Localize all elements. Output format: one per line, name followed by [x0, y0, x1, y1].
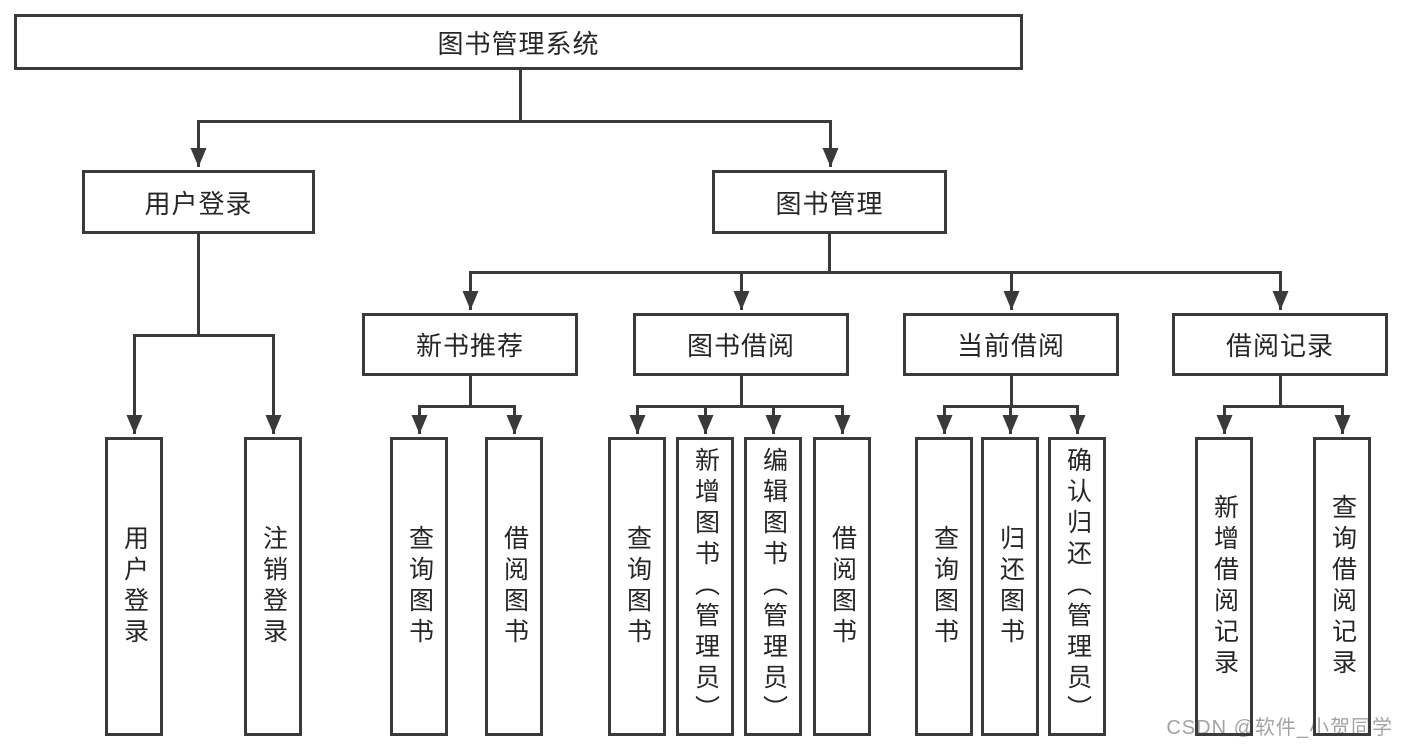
leaf-add-book-admin: 新增图书（管理员）	[676, 437, 734, 736]
node-label: 图书借阅	[686, 331, 795, 361]
leaf-query-books-recommend: 查询图书	[390, 437, 448, 736]
node-label: 当前借阅	[956, 331, 1065, 361]
node-label: 用户登录	[120, 524, 149, 649]
node-book-management: 图书管理	[712, 170, 947, 234]
leaf-borrow-books-borrowing: 借阅图书	[813, 437, 871, 736]
node-label: 借阅图书	[828, 524, 857, 649]
node-root-system: 图书管理系统	[14, 14, 1023, 70]
node-label: 注销登录	[259, 524, 288, 649]
node-new-book-recommend: 新书推荐	[362, 313, 578, 376]
node-label: 图书管理系统	[437, 28, 600, 59]
leaf-query-books-borrowing: 查询图书	[608, 437, 666, 736]
node-label: 借阅图书	[500, 524, 529, 649]
leaf-user-login: 用户登录	[105, 437, 163, 736]
node-label: 图书管理	[775, 188, 884, 219]
node-label: 归还图书	[996, 524, 1025, 649]
leaf-confirm-return-admin: 确认归还（管理员）	[1048, 437, 1106, 736]
node-label: 查询借阅记录	[1328, 493, 1357, 680]
leaf-edit-book-admin: 编辑图书（管理员）	[744, 437, 802, 736]
leaf-query-books-current: 查询图书	[915, 437, 973, 736]
node-label: 新书推荐	[415, 331, 524, 361]
node-borrow-records: 借阅记录	[1172, 313, 1388, 376]
node-label: 查询图书	[405, 524, 434, 649]
leaf-return-book: 归还图书	[981, 437, 1039, 736]
leaf-query-borrow-record: 查询借阅记录	[1313, 437, 1371, 736]
node-book-borrowing: 图书借阅	[633, 313, 849, 376]
leaf-add-borrow-record: 新增借阅记录	[1195, 437, 1253, 736]
leaf-borrow-books-recommend: 借阅图书	[485, 437, 543, 736]
csdn-watermark: CSDN @软件_小贺同学	[1166, 717, 1393, 739]
leaf-logout: 注销登录	[244, 437, 302, 736]
node-current-borrowing: 当前借阅	[903, 313, 1119, 376]
node-label: 新增借阅记录	[1210, 493, 1239, 680]
node-label: 查询图书	[930, 524, 959, 649]
node-label: 新增图书（管理员）	[691, 447, 720, 726]
node-label: 确认归还（管理员）	[1063, 447, 1092, 726]
node-label: 编辑图书（管理员）	[759, 447, 788, 726]
node-label: 借阅记录	[1225, 331, 1334, 361]
node-user-login-branch: 用户登录	[82, 170, 315, 234]
node-label: 查询图书	[623, 524, 652, 649]
node-label: 用户登录	[144, 188, 253, 219]
